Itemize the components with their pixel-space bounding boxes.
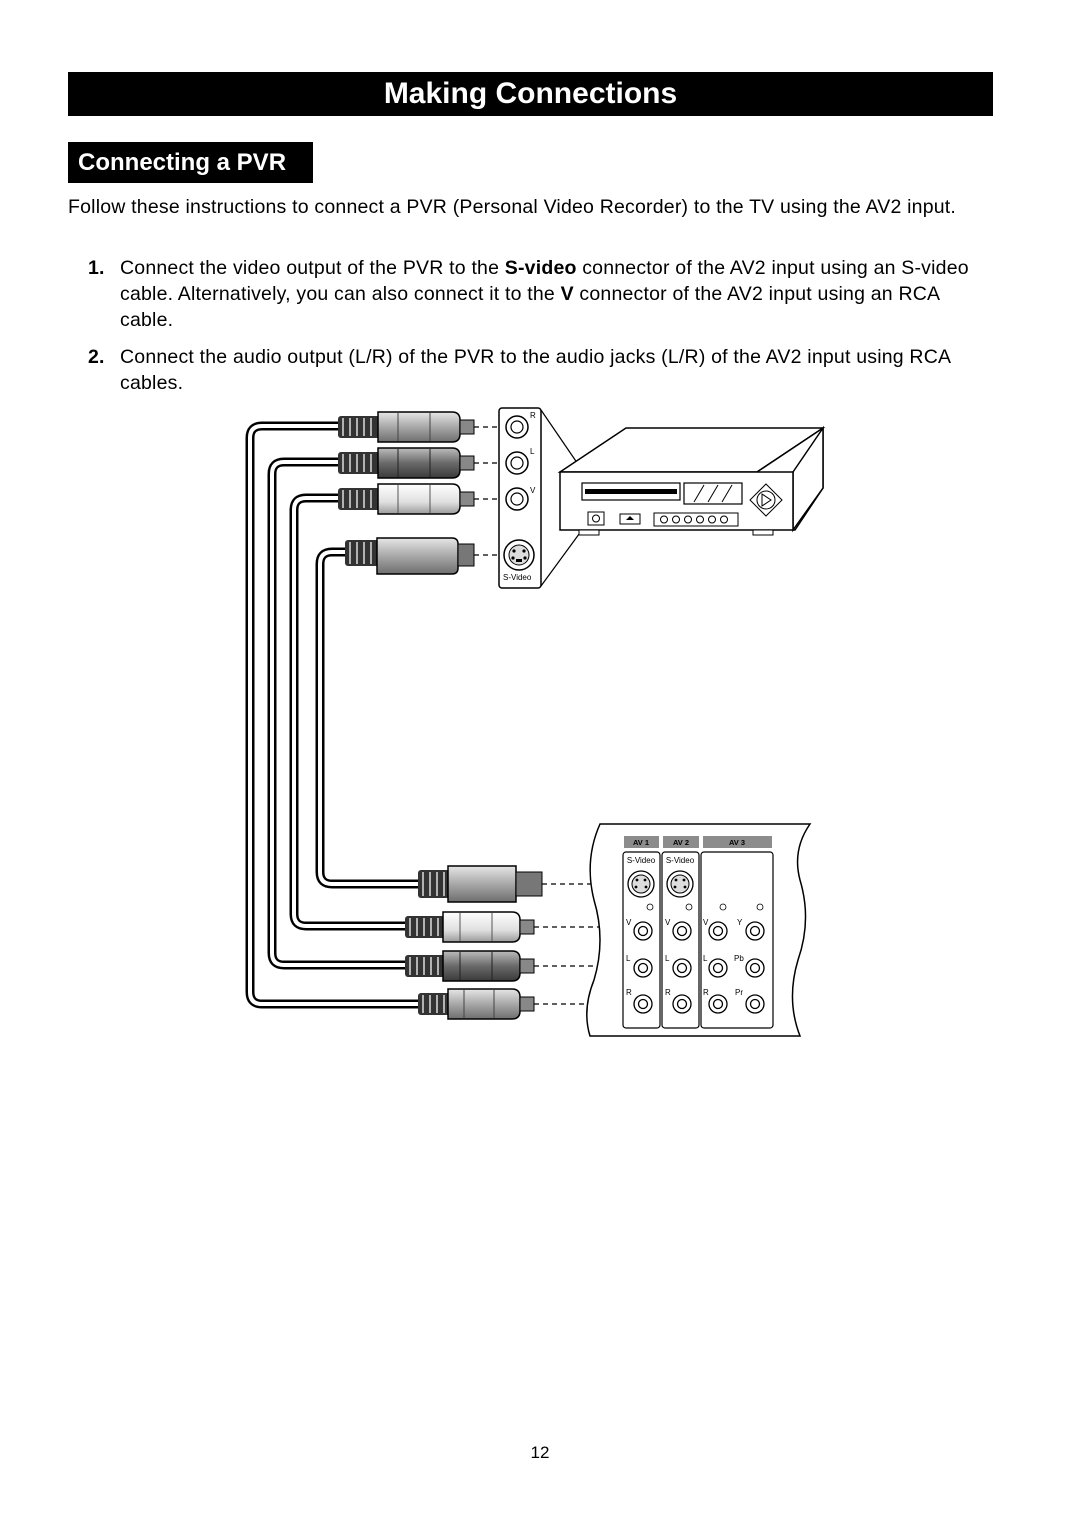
svg-text:AV 3: AV 3 [729, 838, 745, 847]
svg-text:Y: Y [737, 918, 743, 927]
svg-text:V: V [530, 486, 536, 495]
jack-r: R [505, 411, 536, 439]
pvr-back-panel: R L V S-Video [498, 407, 583, 589]
svideo-jack-av1 [627, 870, 655, 898]
svideo-plug-bottom [418, 865, 543, 903]
rca-plug-v-bottom [405, 911, 535, 943]
rca-plug-r-top [338, 411, 475, 443]
page-number: 12 [530, 1443, 550, 1462]
step-text: Connect the video output of the PVR to t… [120, 257, 969, 331]
svideo-jack-av2 [666, 870, 694, 898]
svg-text:R: R [703, 988, 709, 997]
rca-plug-l-bottom [405, 950, 535, 982]
svg-text:R: R [665, 988, 671, 997]
rca-plug-v-top [338, 483, 475, 515]
svg-text:R: R [530, 411, 536, 420]
play-icon [749, 483, 783, 517]
svideo-jack: S-Video [503, 539, 535, 582]
svideo-plug-top [345, 537, 475, 575]
svg-text:L: L [703, 954, 708, 963]
svg-text:V: V [626, 918, 632, 927]
step-2: 2. Connect the audio output (L/R) of the… [88, 344, 998, 396]
intro-paragraph: Follow these instructions to connect a P… [68, 196, 957, 218]
step-number: 1. [88, 257, 105, 279]
rca-plug-l-top [338, 447, 475, 479]
svg-text:L: L [530, 447, 535, 456]
svg-text:S-Video: S-Video [666, 856, 695, 865]
svg-text:AV 2: AV 2 [673, 838, 689, 847]
svg-text:Pb: Pb [734, 954, 744, 963]
cable-bundle [245, 421, 430, 1009]
svg-text:V: V [703, 918, 709, 927]
av-tabs: AV 1 AV 2 AV 3 [624, 836, 772, 848]
svg-text:L: L [665, 954, 670, 963]
svg-text:L: L [626, 954, 631, 963]
section-heading: Connecting a PVR [68, 142, 313, 183]
svg-text:R: R [626, 988, 632, 997]
svg-text:S-Video: S-Video [503, 573, 532, 582]
tv-back-panel: AV 1 AV 2 AV 3 S-Video S-Video [586, 823, 812, 1037]
rca-plug-r-bottom [418, 988, 535, 1020]
step-1: 1. Connect the video output of the PVR t… [88, 255, 998, 333]
svg-text:AV 1: AV 1 [633, 838, 649, 847]
pvr-device [557, 425, 826, 536]
jack-v: V [505, 486, 536, 511]
svg-text:S-Video: S-Video [627, 856, 656, 865]
svg-text:V: V [665, 918, 671, 927]
step-text: Connect the audio output (L/R) of the PV… [120, 346, 951, 394]
rca-jacks [633, 921, 765, 1014]
page-title: Making Connections [68, 72, 993, 116]
connection-diagram: R L V S-Video [245, 407, 826, 1037]
jack-l: L [505, 447, 535, 475]
step-number: 2. [88, 346, 105, 368]
svg-text:Pr: Pr [735, 988, 743, 997]
